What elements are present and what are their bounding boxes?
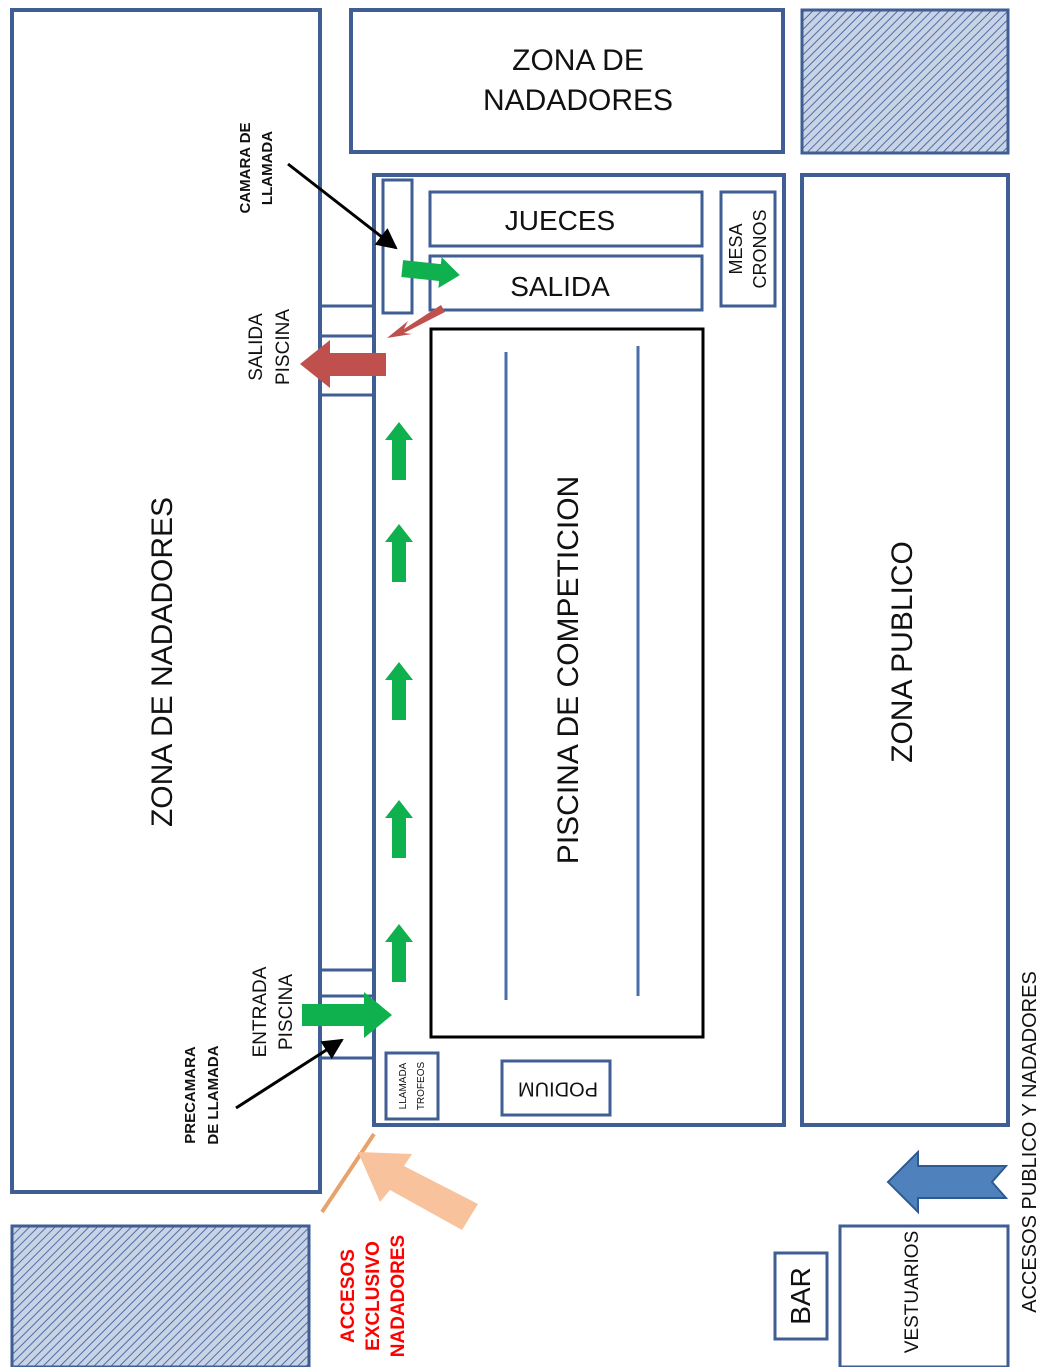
podium-box (500, 1059, 612, 1117)
mesa-cronos-box (719, 190, 777, 308)
green-up-arrow-2 (385, 524, 413, 582)
accesos-nadadores-label-line3: NADADORES (388, 1235, 409, 1357)
zona-nadadores-left (10, 8, 322, 1194)
llamada-trofeos-box (384, 1051, 440, 1121)
zona-publico-label: ZONA PUBLICO (886, 541, 919, 763)
accesos-nadadores-label-line2: EXCLUSIVO (363, 1241, 384, 1351)
salida-piscina-label-line2: PISCINA (273, 309, 294, 385)
zona-nadadores-top-label-line2: NADADORES (483, 84, 673, 117)
camara-llamada-pointer (287, 162, 398, 250)
entrada-piscina-label-line2: PISCINA (276, 974, 297, 1050)
piscina-label: PISCINA DE COMPETICION (552, 476, 585, 864)
bar-box (773, 1251, 829, 1341)
camara-label-line1: CAMARA DE (237, 122, 254, 213)
salida-piscina-door (320, 304, 374, 397)
corridor-arrows (385, 422, 413, 982)
zona-nadadores-left-label: ZONA DE NADADORES (146, 497, 179, 827)
camara-to-salida-arrow (401, 257, 460, 288)
hatched-block-bottom-left (10, 1224, 311, 1367)
precamara-pointer (235, 1038, 344, 1110)
jueces-box (428, 190, 704, 248)
mesa-label-line1: MESA (726, 223, 746, 274)
precamara-label-line2: DE LLAMADA (205, 1045, 222, 1144)
camara-label-line2: LLAMADA (259, 131, 276, 205)
zona-publico (800, 173, 1010, 1127)
accesos-nadadores-line (320, 1132, 376, 1214)
bar-label: BAR (785, 1267, 816, 1325)
zona-nadadores-top-label-line1: ZONA DE (512, 44, 644, 77)
salida-box (428, 254, 704, 312)
llamada-label-line2: TROFEOS (416, 1062, 427, 1111)
entrada-piscina-arrow (302, 992, 392, 1038)
salida-piscina-arrow (300, 340, 386, 388)
zona-nadadores-top (349, 8, 785, 154)
accesos-nadadores-label-line1: ACCESOS (338, 1249, 359, 1343)
accesos-nadadores-arrow (358, 1152, 478, 1230)
vestuarios-label: VESTUARIOS (902, 1231, 923, 1353)
salida-label: SALIDA (510, 271, 610, 302)
entrada-piscina-label-line1: ENTRADA (250, 966, 271, 1057)
hatched-block-top-right (800, 8, 1010, 155)
salida-piscina-label-line1: SALIDA (246, 313, 267, 381)
accesos-publico-arrow (886, 1149, 1009, 1215)
jueces-label: JUECES (505, 205, 615, 236)
green-up-arrow-3 (385, 662, 413, 720)
vestuarios-box (838, 1224, 1010, 1367)
accesos-publico-label: ACCESOS PUBLICO Y NADADORES (1019, 971, 1041, 1313)
green-up-arrow-4 (385, 800, 413, 858)
mesa-label-line2: CRONOS (750, 209, 770, 288)
llamada-label-line1: LLAMADA (398, 1062, 409, 1109)
podium-label: PODIUM (518, 1078, 598, 1100)
salida-to-exit-arrow (387, 305, 445, 338)
green-up-arrow-1 (385, 422, 413, 480)
piscina-competicion (429, 327, 705, 1039)
green-up-arrow-5 (385, 924, 413, 982)
camara-llamada-box (381, 178, 414, 315)
precamara-label-line1: PRECAMARA (182, 1046, 199, 1144)
